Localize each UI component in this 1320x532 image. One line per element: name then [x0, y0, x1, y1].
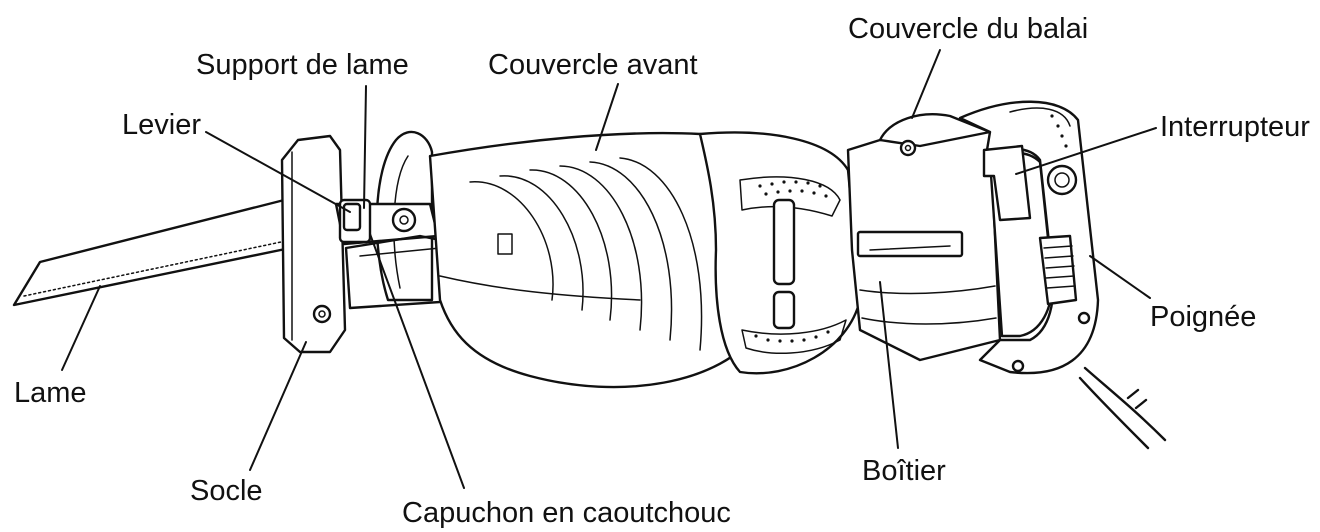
- leader-interrupteur: [1015, 127, 1157, 175]
- motor-housing: [846, 130, 1002, 362]
- label-boitier: Boîtier: [862, 455, 946, 487]
- leader-socle: [249, 341, 307, 471]
- label-socle: Socle: [190, 475, 263, 507]
- saw-illustration: [12, 100, 1167, 450]
- brush-cover: [878, 113, 992, 157]
- label-lame: Lame: [14, 377, 87, 409]
- power-cord: [1078, 366, 1167, 450]
- label-support-de-lame: Support de lame: [196, 49, 409, 81]
- handle: [958, 100, 1100, 375]
- shoe-base: [280, 134, 347, 354]
- leader-lines: [61, 49, 1157, 489]
- blade: [12, 194, 302, 307]
- leader-levier: [205, 131, 351, 213]
- label-couvercle-avant: Couvercle avant: [488, 49, 698, 81]
- leader-poignee: [1089, 255, 1151, 299]
- labels: Couvercle du balai Support de lame Couve…: [14, 13, 1310, 529]
- leader-lame: [61, 285, 101, 371]
- label-interrupteur: Interrupteur: [1160, 111, 1310, 143]
- blade-clamp: [334, 198, 472, 310]
- label-levier: Levier: [122, 109, 201, 141]
- lever: [342, 202, 362, 232]
- leader-couvercle-du-balai: [911, 49, 941, 119]
- leader-support-de-lame: [363, 85, 367, 209]
- label-couvercle-du-balai: Couvercle du balai: [848, 13, 1088, 45]
- front-cover: [428, 131, 762, 389]
- label-poignee: Poignée: [1150, 301, 1256, 333]
- leader-couvercle-avant: [595, 83, 619, 151]
- leader-boitier: [879, 281, 899, 449]
- leader-capuchon: [369, 233, 465, 489]
- grip-body: [698, 131, 862, 375]
- label-capuchon: Capuchon en caoutchouc: [402, 497, 731, 529]
